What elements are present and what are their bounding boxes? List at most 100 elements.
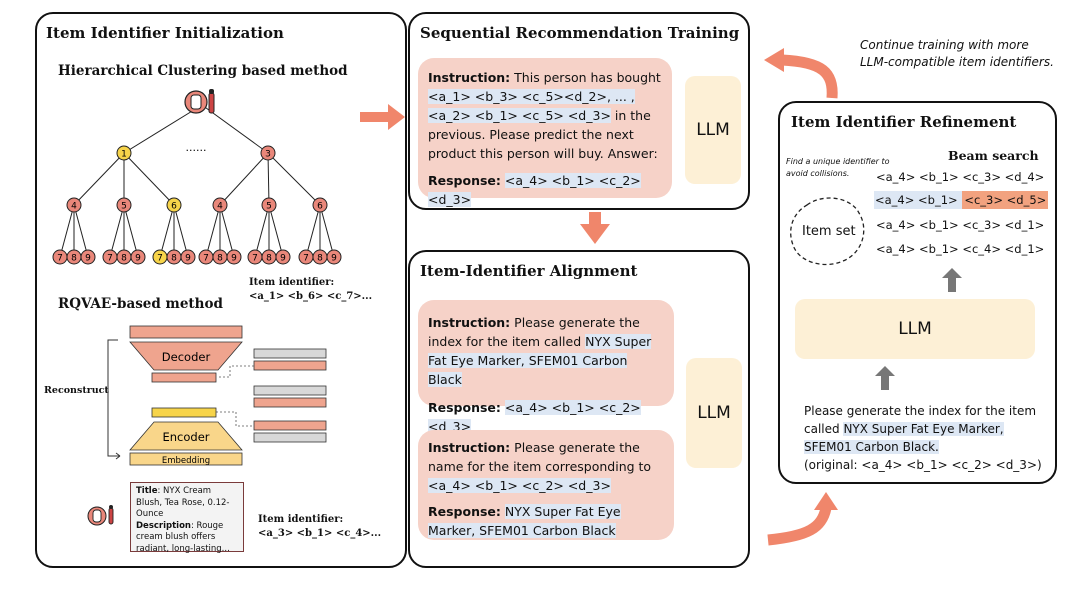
svg-text:1: 1	[121, 150, 127, 160]
training-instruction-text: This person has bought	[510, 70, 661, 85]
arrow-to-refinement	[767, 506, 832, 546]
tree-node-1: 1	[116, 145, 132, 161]
svg-text:8: 8	[266, 254, 272, 264]
svg-text:8: 8	[217, 254, 223, 264]
svg-text:7: 7	[252, 254, 258, 264]
beam-selected-prefix: <a_4> <b_1>	[874, 191, 963, 209]
svg-text:8: 8	[71, 254, 77, 264]
svg-text:7: 7	[203, 254, 209, 264]
item-card-title-value: : NYX Cream Blush, Tea Rose, 0.12-Ounce	[136, 486, 230, 519]
lipstick-icon	[184, 89, 215, 114]
embedding-bar	[129, 452, 243, 466]
tree-leaf-nodes: 7 8 9 7 8 9 7 8 9 7 8 9 7 8 9 7 8 9	[52, 249, 342, 265]
item-card-title-label: Title	[136, 486, 158, 496]
beam-row-1: <a_4> <b_1> <c_3> <d_4>	[876, 170, 1045, 184]
svg-text:6: 6	[317, 202, 323, 212]
svg-text:9: 9	[231, 254, 237, 264]
svg-text:9: 9	[185, 254, 191, 264]
training-response-label: Response:	[428, 173, 501, 188]
refinement-panel	[778, 101, 1057, 484]
decoder-output-bar	[129, 325, 243, 339]
item-card-desc-value: : Rouge cream blush offers radiant, long…	[136, 520, 230, 554]
encoder-output-bar	[151, 407, 217, 418]
svg-text:8: 8	[317, 254, 323, 264]
tree-level2-nodes: 4 5 6 4 5 6	[66, 197, 328, 213]
arrow-to-alignment	[580, 212, 610, 244]
svg-text:9: 9	[135, 254, 141, 264]
alignment2-ids: <a_4> <b_1> <c_2> <d_3>	[428, 478, 611, 493]
item-set-blob	[790, 197, 865, 266]
alignment2-instruction-label: Instruction:	[428, 440, 511, 455]
svg-text:8: 8	[171, 254, 177, 264]
hierarchical-method-title: Hierarchical Clustering based method	[58, 63, 348, 79]
item-card-desc-label: Description	[136, 520, 191, 531]
svg-text:5: 5	[121, 202, 127, 212]
item-set-label: Item set	[802, 224, 856, 239]
svg-text:9: 9	[85, 254, 91, 264]
svg-text:7: 7	[107, 254, 113, 264]
alignment-box-name: Instruction: Please generate the name fo…	[418, 430, 674, 540]
svg-text:7: 7	[57, 254, 63, 264]
hier-item-identifier: Item identifier: <a_1> <b_6> <c_7>...	[249, 276, 372, 304]
svg-text:3: 3	[265, 150, 271, 160]
beam-row-selected: <a_4> <b_1> <c_3> <d_5>	[874, 191, 1049, 209]
initialization-title: Item Identifier Initialization	[46, 24, 284, 42]
alignment1-response-label: Response:	[428, 400, 501, 415]
refinement-title: Item Identifier Refinement	[791, 113, 1017, 131]
rqvae-method-title: RQVAE-based method	[58, 296, 223, 312]
training-title: Sequential Recommendation Training	[420, 24, 740, 42]
encoder-block	[129, 421, 243, 451]
alignment-box-index: Instruction: Please generate the index f…	[418, 300, 674, 434]
training-prompt-box: Instruction: This person has bought <a_1…	[418, 58, 672, 207]
alignment2-instruction-text: Please generate the name for the item co…	[428, 440, 652, 474]
encoder-label: Encoder	[162, 430, 209, 444]
beam-selected-suffix: <c_3> <d_5>	[962, 191, 1049, 209]
arrow-to-training	[360, 104, 405, 130]
item-identifier-initialization-panel	[35, 12, 407, 568]
alignment1-instruction-label: Instruction:	[428, 315, 511, 330]
svg-text:7: 7	[157, 254, 163, 264]
tree-edges	[59, 104, 335, 258]
embedding-label: Embedding	[162, 456, 210, 466]
refinement-llm-block: LLM	[795, 299, 1035, 359]
refinement-prompt-text: Please generate the index for the item c…	[804, 404, 1037, 436]
training-instruction-text-2: in the previous. Please predict the next…	[428, 108, 658, 161]
training-llm-block: LLM	[685, 76, 741, 184]
refinement-prompt: Please generate the index for the item c…	[804, 402, 1044, 474]
beam-search-title: Beam search	[948, 148, 1039, 163]
svg-text:9: 9	[331, 254, 337, 264]
beam-row-3: <a_4> <b_1> <c_4> <d_1>	[876, 242, 1045, 256]
lipstick-icon-small	[87, 505, 114, 526]
rq-identifier-label: Item identifier:	[258, 514, 344, 525]
svg-text:8: 8	[121, 254, 127, 264]
alignment2-response-label: Response:	[428, 504, 501, 519]
svg-text:7: 7	[303, 254, 309, 264]
up-arrow-icon	[942, 268, 962, 292]
continue-training-note: Continue training with more LLM-compatib…	[860, 38, 1054, 69]
reconstruct-label: Reconstruct	[44, 385, 109, 396]
rq-identifier-value: <a_3> <b_1> <c_4>...	[258, 528, 382, 539]
reconstruct-bracket	[107, 339, 120, 457]
svg-text:6: 6	[171, 202, 177, 212]
arrow-back-to-training	[781, 54, 838, 99]
tree-node-3: 3	[260, 145, 276, 161]
beam-row-2: <a_4> <b_1> <c_3> <d_1>	[876, 218, 1045, 232]
decoder-input-bar	[151, 372, 217, 383]
rq-item-identifier: Item identifier: <a_3> <b_1> <c_4>...	[258, 513, 381, 541]
collision-note: Find a unique identifier to avoid collis…	[786, 157, 890, 178]
training-instruction-label: Instruction:	[428, 70, 511, 85]
svg-text:4: 4	[71, 202, 77, 212]
alignment-llm-block: LLM	[686, 358, 742, 468]
rqvae-diagram: Decoder Encoder Embedding	[107, 325, 327, 466]
alignment1-instruction-text: Please generate the index for the item c…	[428, 315, 640, 349]
hierarchical-tree: 1 3 ...... 4 5 6 4 5 6 7 8 9 7 8 9 7 8 9…	[52, 89, 342, 265]
item-card: Title: NYX Cream Blush, Tea Rose, 0.12-O…	[130, 482, 244, 554]
refinement-prompt-original: (original: <a_4> <b_1> <c_2> <d_3>)	[804, 458, 1042, 472]
alignment-title: Item-Identifier Alignment	[420, 262, 638, 280]
svg-text:5: 5	[266, 202, 272, 212]
decoder-block	[129, 341, 243, 371]
decoder-label: Decoder	[162, 350, 211, 364]
svg-text:9: 9	[280, 254, 286, 264]
svg-text:4: 4	[217, 202, 223, 212]
